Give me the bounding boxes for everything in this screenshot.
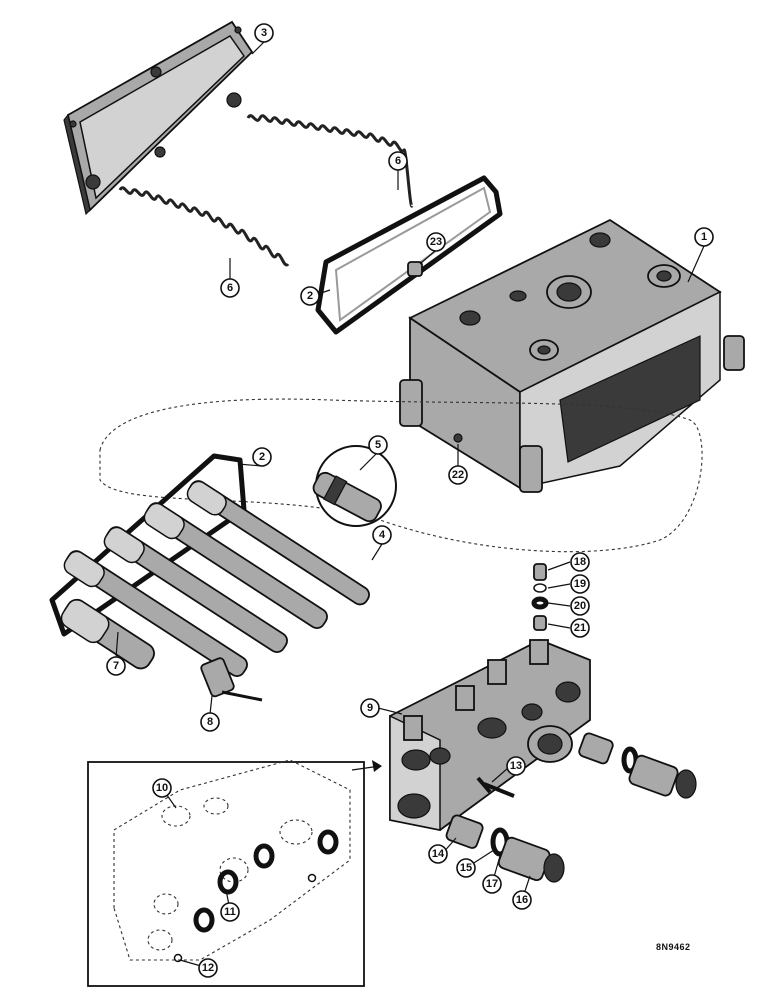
callout-4: 4 [372, 525, 392, 545]
callout-14: 14 [428, 844, 448, 864]
callout-5: 5 [368, 435, 388, 455]
callout-13: 13 [506, 756, 526, 776]
part-manifold [389, 639, 591, 831]
svg-text:16: 16 [516, 894, 528, 906]
svg-text:6: 6 [227, 282, 233, 294]
callout-2-lower: 2 [252, 447, 272, 467]
callout-6-lower: 6 [220, 278, 240, 298]
callout-22: 22 [448, 465, 468, 485]
part-cover-plate [63, 20, 254, 216]
part-bolt [476, 776, 515, 798]
callout-12: 12 [198, 958, 218, 978]
drawing-code: 8N9462 [656, 942, 691, 952]
callout-16: 16 [512, 890, 532, 910]
svg-text:22: 22 [452, 469, 464, 481]
svg-text:21: 21 [574, 622, 586, 634]
callout-9: 9 [360, 698, 380, 718]
part-plug-23 [407, 261, 423, 277]
part-lower-gasket [49, 453, 247, 637]
callout-18: 18 [570, 552, 590, 572]
svg-text:7: 7 [113, 660, 119, 672]
part-detail-magnifier [312, 445, 397, 527]
callout-8: 8 [200, 712, 220, 732]
callout-2-upper: 2 [300, 286, 320, 306]
part-check-stack [531, 563, 549, 631]
svg-text:13: 13 [510, 760, 522, 772]
svg-text:20: 20 [574, 600, 586, 612]
callout-6-upper: 6 [388, 151, 408, 171]
part-spools [60, 480, 370, 677]
callout-7: 7 [106, 656, 126, 676]
part-fittings-upper [578, 732, 697, 799]
svg-text:19: 19 [574, 578, 586, 590]
inset-detail [87, 759, 382, 987]
callout-11: 11 [220, 902, 240, 922]
svg-text:14: 14 [432, 848, 445, 860]
svg-text:18: 18 [574, 556, 586, 568]
svg-text:11: 11 [224, 906, 236, 918]
svg-text:5: 5 [375, 439, 381, 451]
part-fittings-lower [445, 814, 565, 883]
part-valve-body [399, 218, 745, 493]
callout-1: 1 [694, 227, 714, 247]
callout-leaders [115, 41, 705, 969]
svg-text:2: 2 [259, 451, 265, 463]
svg-text:17: 17 [486, 878, 498, 890]
svg-text:1: 1 [701, 231, 707, 243]
svg-text:4: 4 [379, 529, 386, 541]
svg-text:23: 23 [430, 236, 442, 248]
svg-text:9: 9 [367, 702, 373, 714]
svg-text:3: 3 [261, 27, 267, 39]
group-outline [99, 398, 703, 553]
part-plug-22 [453, 433, 463, 443]
svg-text:8: 8 [207, 716, 213, 728]
svg-text:2: 2 [307, 290, 313, 302]
callout-23: 23 [426, 232, 446, 252]
callout-10: 10 [152, 778, 172, 798]
callout-15: 15 [456, 858, 476, 878]
callout-19: 19 [570, 574, 590, 594]
svg-text:10: 10 [156, 782, 168, 794]
svg-text:6: 6 [395, 155, 401, 167]
part-springs [118, 114, 414, 267]
part-plunger [200, 657, 263, 702]
callout-20: 20 [570, 596, 590, 616]
svg-text:12: 12 [202, 962, 214, 974]
callout-3: 3 [254, 23, 274, 43]
callout-17: 17 [482, 874, 502, 894]
part-upper-gasket [315, 175, 503, 335]
callout-21: 21 [570, 618, 590, 638]
svg-text:15: 15 [460, 862, 472, 874]
